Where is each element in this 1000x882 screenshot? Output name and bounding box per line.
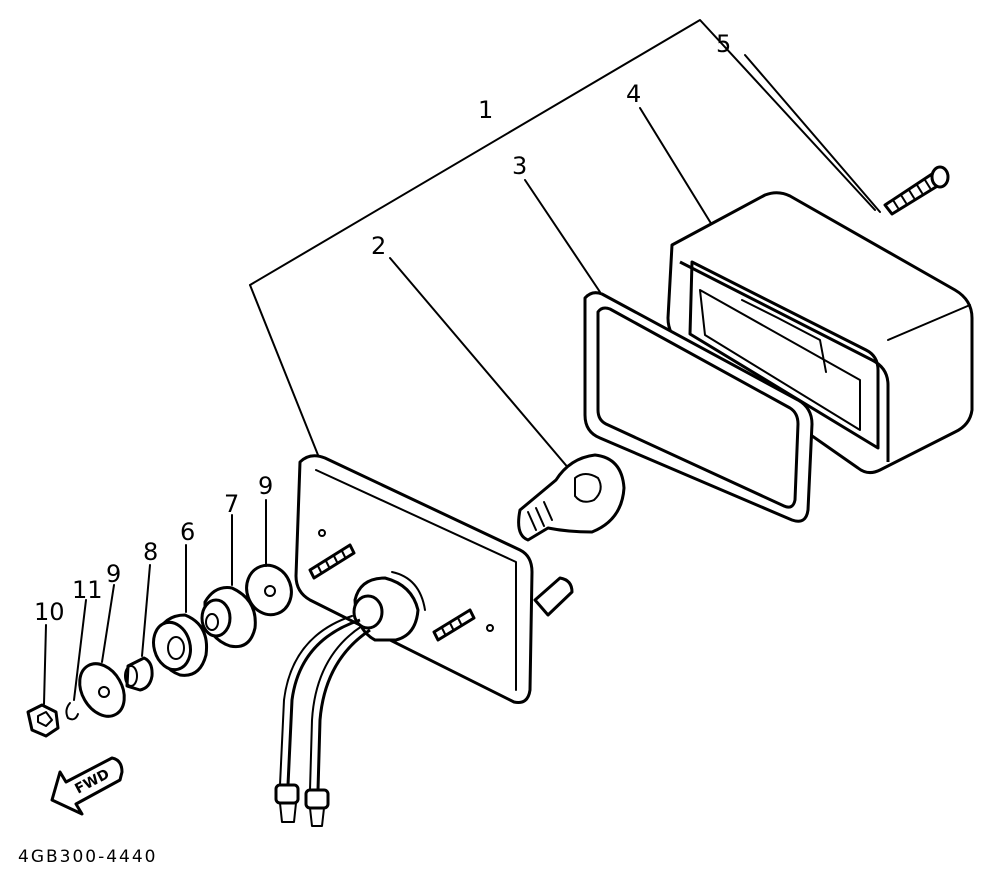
callout-numbers: 1 2 3 4 5 6 7 8 9 9 10 11 xyxy=(34,30,731,626)
drawing-code: 4GB300-4440 xyxy=(18,847,158,867)
callout-4: 4 xyxy=(626,80,641,108)
bracket-lines xyxy=(249,19,881,471)
callout-2: 2 xyxy=(371,232,386,260)
callout-7: 7 xyxy=(224,490,239,518)
callout-9-left: 9 xyxy=(106,560,121,588)
callout-11: 11 xyxy=(72,576,103,604)
callout-1: 1 xyxy=(478,96,493,124)
lens-housing xyxy=(666,191,974,475)
collar xyxy=(124,656,154,692)
callout-3: 3 xyxy=(512,152,527,180)
lock-washer xyxy=(65,702,79,721)
grommet xyxy=(200,586,257,649)
callout-leaders xyxy=(43,499,267,705)
callout-9-right: 9 xyxy=(258,472,273,500)
washer-upper xyxy=(245,563,293,617)
fwd-arrow-icon: FWD xyxy=(50,756,124,816)
rubber-spacer xyxy=(152,613,209,677)
washer-lower xyxy=(78,662,126,718)
screw xyxy=(883,165,950,216)
gasket xyxy=(583,291,814,523)
callout-8: 8 xyxy=(143,538,158,566)
bulb xyxy=(517,453,626,542)
nut xyxy=(26,703,60,738)
callout-6: 6 xyxy=(180,518,195,546)
callout-5: 5 xyxy=(716,30,731,58)
base-plate xyxy=(274,454,574,827)
callout-10: 10 xyxy=(34,598,65,626)
